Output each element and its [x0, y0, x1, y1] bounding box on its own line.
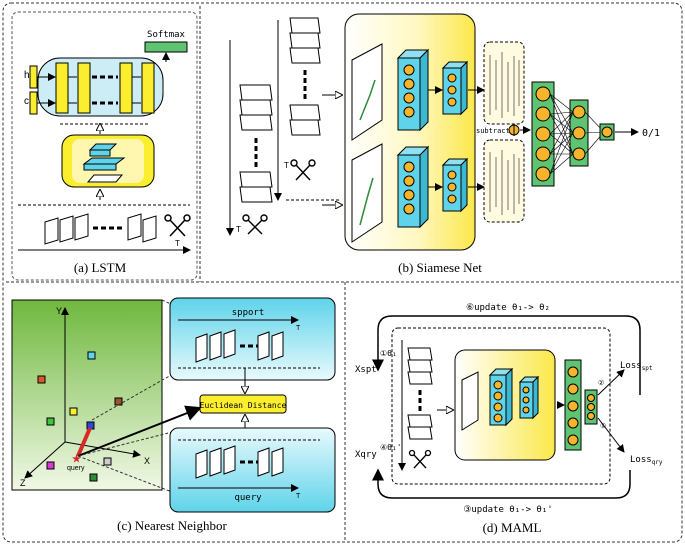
scissors-icon-left	[242, 214, 268, 235]
lstm-t-label: T	[175, 239, 180, 248]
axis-z-label: Z	[20, 478, 26, 488]
caption-nn: (c) Nearest Neighbor	[117, 518, 227, 533]
panel-lstm: Softmax h c	[11, 11, 198, 281]
panel-siamese: T T	[226, 13, 660, 275]
xqry-label: Xqry	[355, 450, 377, 460]
caption-lstm: (a) LSTM	[74, 260, 127, 275]
axis-x-label: X	[144, 456, 150, 466]
axis-y-label: Y	[56, 306, 62, 316]
euclidean-distance-box	[199, 394, 287, 414]
output-label: 0/1	[642, 128, 660, 139]
caption-maml: (d) MAML	[483, 520, 542, 535]
query-point-label: query	[67, 465, 85, 472]
neurons-top-1	[403, 64, 415, 118]
panel-maml: ⑥update θ₁-> θ₂ ③update θ₁-> θ₁' Xspt Xq…	[355, 303, 663, 535]
step2-label: ②	[598, 379, 604, 387]
theta1p-label: ④θ₁'	[380, 443, 402, 452]
update-bottom-label: ③update θ₁-> θ₁'	[463, 505, 552, 515]
loss-spt-label: Lossspt	[620, 361, 653, 372]
subtract-label: subtract	[476, 127, 510, 135]
feature-space-box	[11, 299, 163, 491]
support-label: spport	[232, 308, 265, 318]
loss-qry-label: Lossqry	[630, 455, 663, 466]
theta1-label: ①θ₁	[380, 349, 397, 358]
query-row-label: query	[234, 493, 262, 503]
caption-siamese: (b) Siamese Net	[398, 260, 482, 275]
neurons-bottom-1	[403, 161, 415, 215]
c-label: c	[24, 96, 29, 107]
maml-inner-box	[391, 327, 611, 485]
support-t-label: T	[296, 325, 301, 332]
scissors-icon-maml	[408, 449, 432, 469]
xspt-label: Xspt	[355, 365, 377, 375]
scissors-icon-right	[290, 159, 316, 181]
update-top-label: ⑥update θ₁-> θ₂	[466, 303, 550, 313]
query-star: ★	[72, 454, 81, 465]
h-label: h	[24, 70, 30, 81]
softmax-label: Softmax	[147, 30, 186, 40]
siamese-t-label-left: T	[236, 225, 241, 234]
softmax-box	[144, 41, 188, 53]
panel-nn: Y X Z ★ query spport T Euclidean Distanc…	[11, 297, 336, 533]
step5-label: ⑤	[600, 422, 606, 430]
scissors-icon	[164, 214, 191, 237]
siamese-t-label-right: T	[284, 161, 289, 170]
distance-label: Euclidean Distance	[200, 401, 287, 410]
query-t-label: T	[296, 493, 301, 500]
